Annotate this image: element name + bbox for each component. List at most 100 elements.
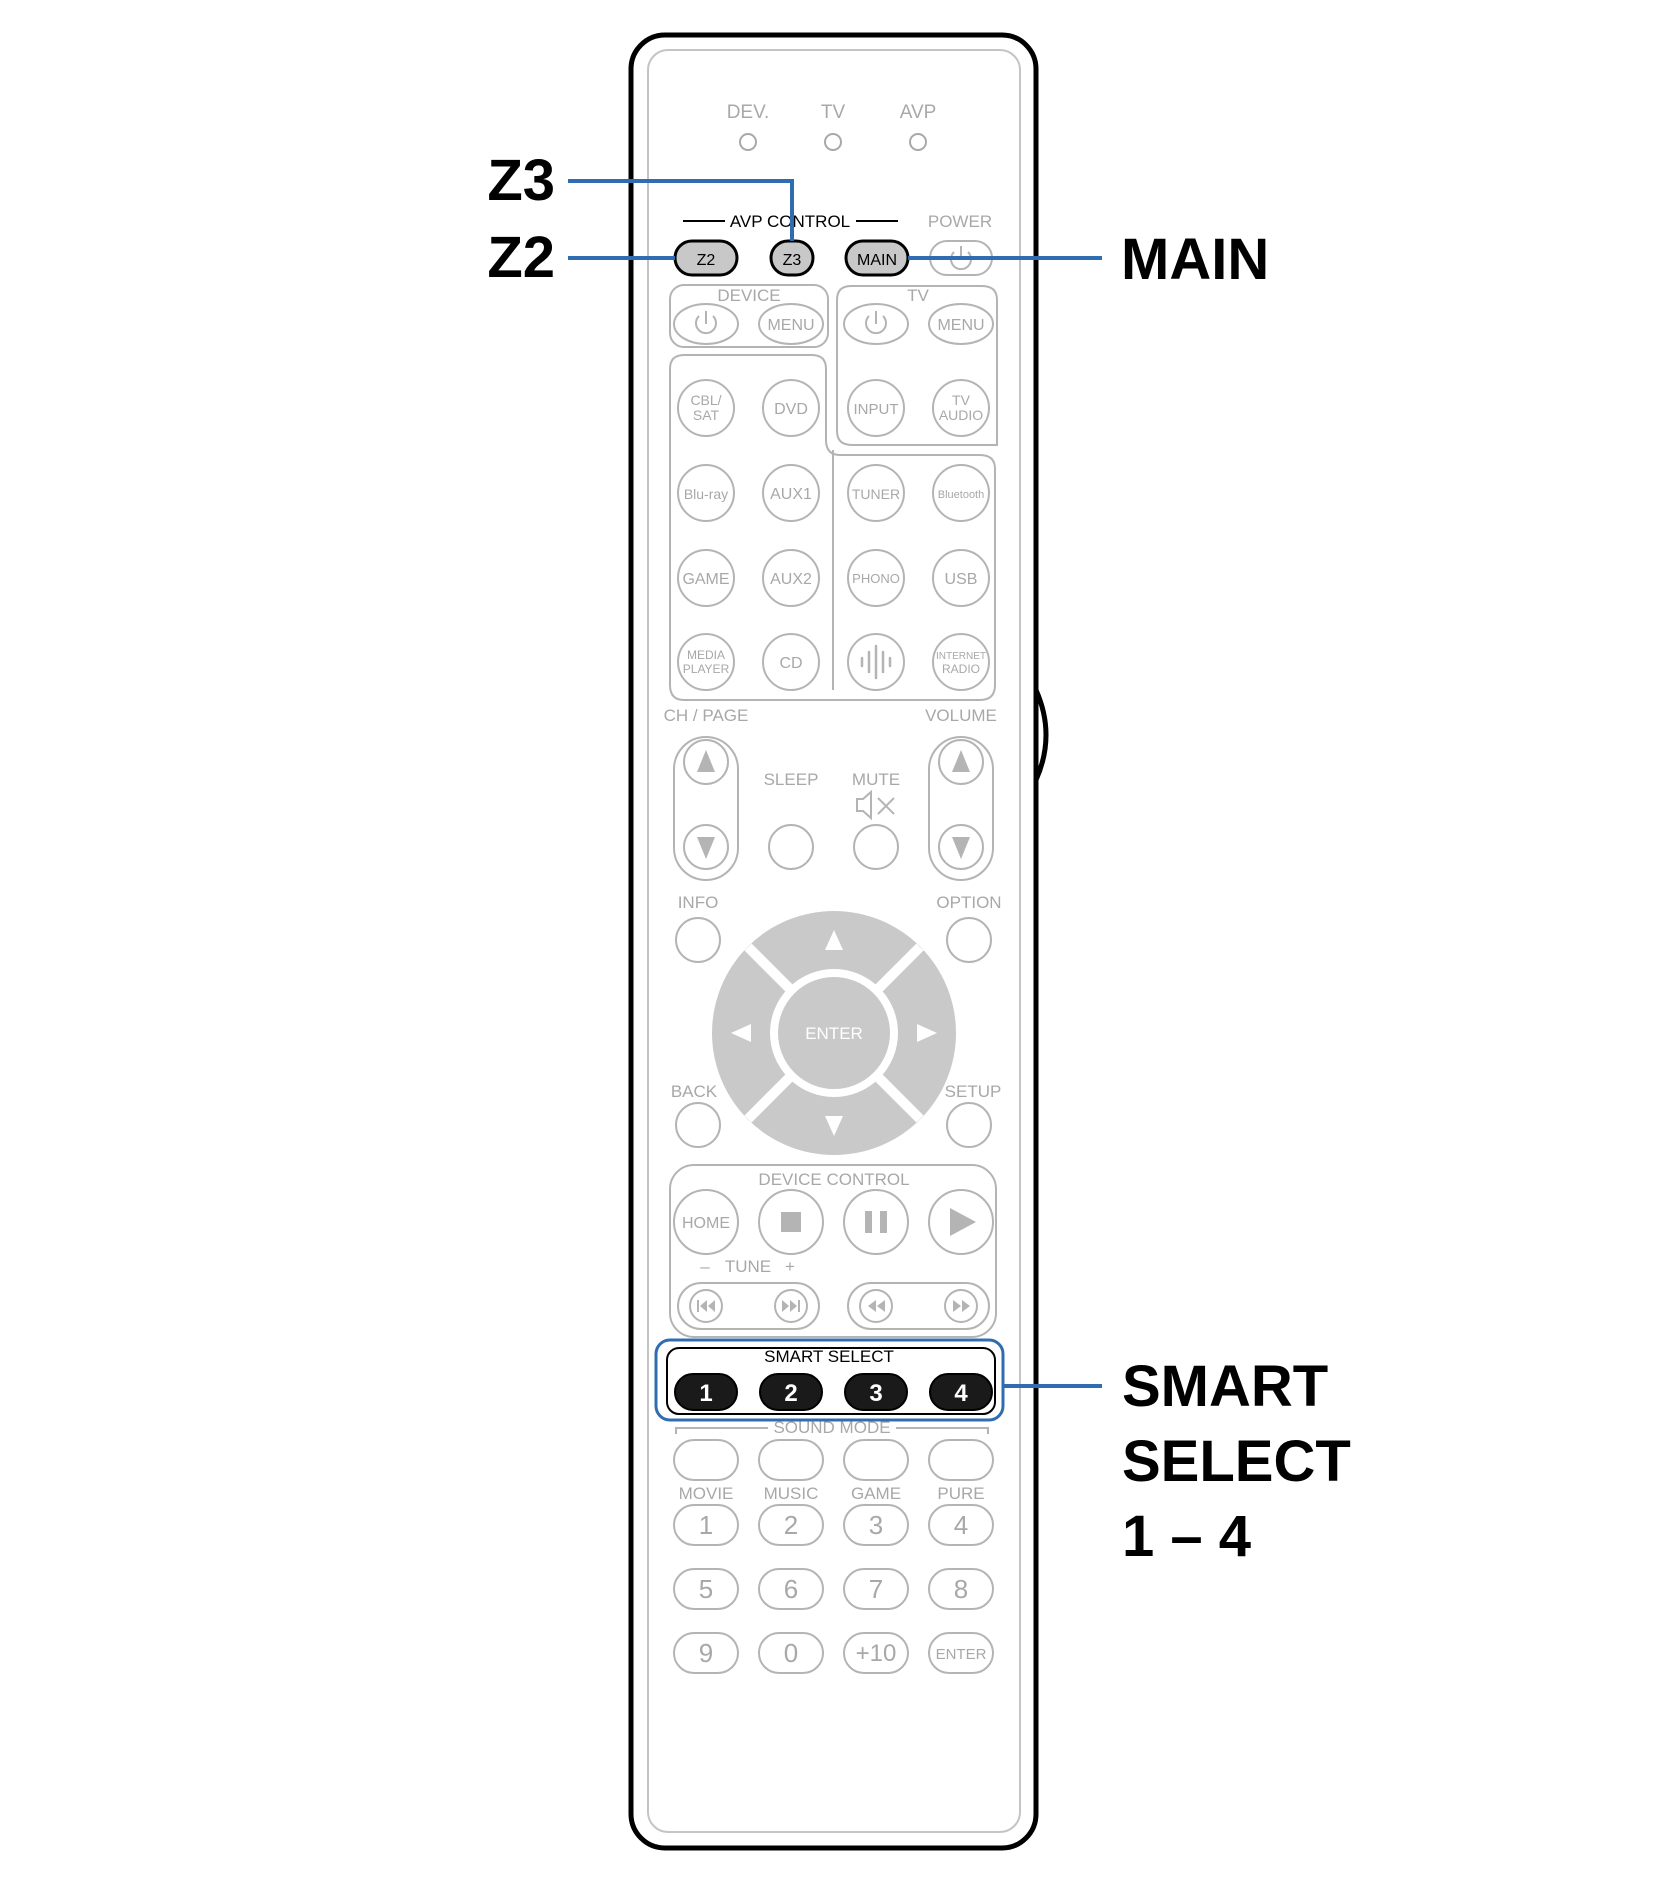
- skip-back-button[interactable]: [689, 1289, 723, 1323]
- num-9-label: 9: [699, 1638, 713, 1668]
- indicator-dev-label: DEV.: [727, 102, 770, 123]
- play-button[interactable]: [928, 1189, 994, 1255]
- num-3-button[interactable]: [843, 1504, 909, 1546]
- tv-power-icon: [865, 311, 887, 335]
- volume-down-button[interactable]: [938, 824, 984, 870]
- volume-down-icon: [952, 837, 970, 859]
- num-7-button[interactable]: [843, 1568, 909, 1610]
- tune-rocker: [677, 1282, 820, 1330]
- device-menu-button[interactable]: MENU: [758, 303, 824, 345]
- sleep-button[interactable]: [768, 824, 814, 870]
- num-2-label: 2: [784, 1510, 798, 1540]
- skip-forward-button[interactable]: [774, 1289, 808, 1323]
- tv-audio-button[interactable]: [932, 379, 990, 437]
- aux1-button[interactable]: [762, 464, 820, 522]
- num-6-label: 6: [784, 1574, 798, 1604]
- smart-select-4-label: 4: [954, 1380, 968, 1407]
- z2-button[interactable]: Z2: [673, 239, 739, 277]
- smart-select-4-button[interactable]: 4: [929, 1373, 993, 1411]
- device-menu-label: MENU: [767, 317, 814, 334]
- num-plus10-button[interactable]: [843, 1632, 909, 1674]
- dpad-right-button[interactable]: [917, 1024, 937, 1042]
- num-1-button[interactable]: [673, 1504, 739, 1546]
- tv-menu-button[interactable]: MENU: [928, 303, 994, 345]
- z3-button[interactable]: Z3: [769, 239, 815, 277]
- num-0-button[interactable]: [758, 1632, 824, 1674]
- callout-lines: [568, 179, 1102, 1388]
- volume-up-button[interactable]: [938, 739, 984, 785]
- ch-up-button[interactable]: [683, 739, 729, 785]
- setup-button[interactable]: [946, 1102, 992, 1148]
- num-9-button[interactable]: [673, 1632, 739, 1674]
- indicator-row: DEV. TV AVP: [727, 102, 937, 123]
- option-button[interactable]: [946, 917, 992, 963]
- smart-callout-line3: 1 – 4: [1122, 1504, 1251, 1569]
- back-label: BACK: [671, 1082, 718, 1101]
- movie-button[interactable]: [673, 1439, 739, 1481]
- bluray-button[interactable]: [677, 464, 735, 522]
- input-button[interactable]: [847, 379, 905, 437]
- numpad-buttons: [673, 1504, 994, 1674]
- num-enter-button[interactable]: [928, 1632, 994, 1674]
- enter-button[interactable]: [770, 969, 898, 1097]
- info-label: INFO: [678, 893, 719, 912]
- num-8-button[interactable]: [928, 1568, 994, 1610]
- device-power-button[interactable]: [673, 303, 739, 345]
- internet-label-line2: RADIO: [942, 662, 980, 676]
- cbl-label-line2: SAT: [693, 407, 720, 423]
- dvd-button[interactable]: [762, 379, 820, 437]
- music-button[interactable]: [758, 1439, 824, 1481]
- media-player-button[interactable]: [677, 633, 735, 691]
- z3-callout-line: [568, 179, 794, 241]
- num-6-button[interactable]: [758, 1568, 824, 1610]
- smart-select-1-button[interactable]: 1: [674, 1373, 738, 1411]
- fast-forward-icon: [953, 1300, 970, 1312]
- mute-button[interactable]: [853, 824, 899, 870]
- num-4-button[interactable]: [928, 1504, 994, 1546]
- phono-button[interactable]: [847, 549, 905, 607]
- device-control-title: DEVICE CONTROL: [758, 1170, 909, 1189]
- internet-radio-button[interactable]: [932, 633, 990, 691]
- game-mode-button[interactable]: [843, 1439, 909, 1481]
- skip-back-icon: [697, 1300, 715, 1312]
- heos-button[interactable]: [847, 633, 905, 691]
- num-5-label: 5: [699, 1574, 713, 1604]
- home-button[interactable]: HOME: [673, 1189, 739, 1255]
- back-button[interactable]: [675, 1102, 721, 1148]
- smart-callout-line2: SELECT: [1122, 1429, 1351, 1494]
- mute-icon: [856, 789, 895, 821]
- pause-button[interactable]: [843, 1189, 909, 1255]
- pure-label: PURE: [937, 1484, 984, 1503]
- stop-icon: [781, 1212, 801, 1232]
- num-4-label: 4: [954, 1510, 968, 1540]
- dpad-up-button[interactable]: [825, 930, 843, 950]
- main-button[interactable]: MAIN: [844, 239, 910, 277]
- smart-select-3-button[interactable]: 3: [844, 1373, 908, 1411]
- sound-mode-title: SOUND MODE: [773, 1418, 890, 1437]
- cbl-sat-button[interactable]: [677, 379, 735, 437]
- z3-callout-label: Z3: [487, 148, 555, 213]
- num-5-button[interactable]: [673, 1568, 739, 1610]
- bluetooth-button[interactable]: [932, 464, 990, 522]
- bluetooth-label: Bluetooth: [938, 489, 984, 501]
- tv-power-button[interactable]: [843, 303, 909, 345]
- tv-group-frame: [836, 285, 998, 446]
- sound-mode-bracket-left: [675, 1427, 768, 1434]
- cd-button[interactable]: [762, 633, 820, 691]
- stop-button[interactable]: [758, 1189, 824, 1255]
- num-2-button[interactable]: [758, 1504, 824, 1546]
- indicator-tv-led: [824, 133, 842, 151]
- info-button[interactable]: [675, 917, 721, 963]
- dpad-left-button[interactable]: [731, 1024, 751, 1042]
- tuner-button[interactable]: [847, 464, 905, 522]
- aux2-button[interactable]: [762, 549, 820, 607]
- dpad-down-button[interactable]: [825, 1116, 843, 1136]
- fast-forward-button[interactable]: [944, 1289, 978, 1323]
- game-source-button[interactable]: [677, 549, 735, 607]
- pure-button[interactable]: [928, 1439, 994, 1481]
- volume-label: VOLUME: [925, 706, 997, 725]
- rewind-button[interactable]: [859, 1289, 893, 1323]
- usb-button[interactable]: [932, 549, 990, 607]
- smart-select-2-button[interactable]: 2: [759, 1373, 823, 1411]
- ch-down-button[interactable]: [683, 824, 729, 870]
